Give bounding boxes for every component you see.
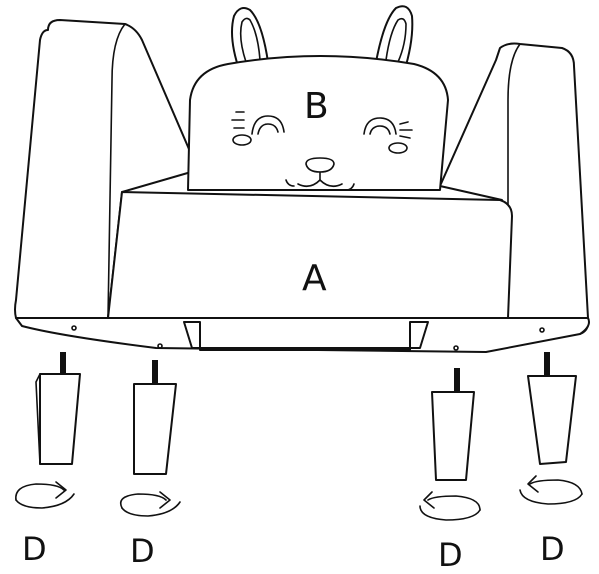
- label-leg-2: D: [130, 532, 155, 570]
- seat-cushion: [107, 191, 513, 319]
- leg-4: [519, 352, 583, 505]
- bunny-face: [231, 111, 413, 191]
- leg-1: [15, 352, 81, 509]
- leg-3: [419, 368, 481, 521]
- label-backrest: B: [304, 86, 329, 127]
- backrest: [187, 5, 449, 191]
- label-seat: A: [302, 258, 327, 299]
- leg-2: [119, 360, 181, 517]
- right-ear: [375, 5, 414, 73]
- sofa-base: [15, 317, 590, 353]
- label-leg-3: D: [438, 536, 463, 574]
- label-leg-1: D: [22, 530, 47, 568]
- label-leg-4: D: [540, 530, 565, 568]
